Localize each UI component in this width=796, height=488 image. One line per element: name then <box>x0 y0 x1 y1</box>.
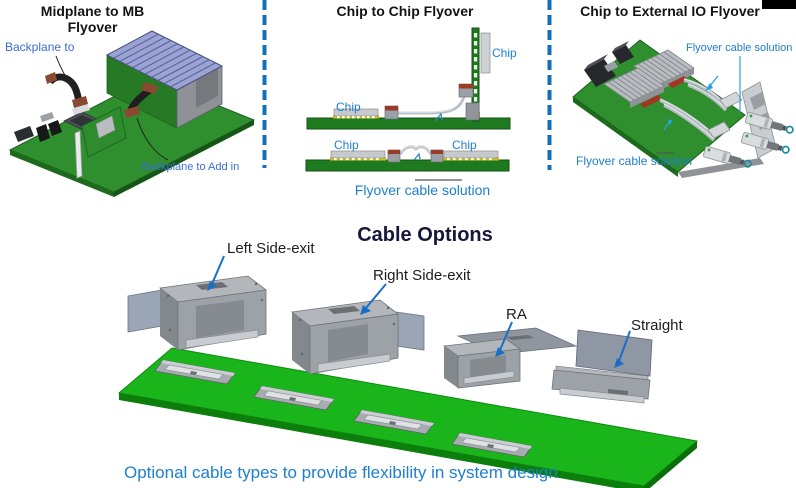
label-chip-3: Chip <box>334 138 359 152</box>
label-left-side-exit: Left Side-exit <box>227 240 315 257</box>
label-chip-1: Chip <box>336 100 361 114</box>
label-backplane-to-addin: Backplane to Add in <box>142 161 240 173</box>
label-chip-2: Chip <box>492 46 517 60</box>
label-right-side-exit: Right Side-exit <box>373 267 471 284</box>
label-ra: RA <box>506 306 527 323</box>
cable-options-caption: Optional cable types to provide flexibil… <box>124 463 558 482</box>
label-flyover-cable-solution-bottom: Flyover cable solution <box>576 154 693 168</box>
midplane-illustration <box>8 30 256 197</box>
label-flyover-cable-solution-top: Flyover cable solution <box>686 42 793 54</box>
panel-dividers <box>262 0 552 170</box>
external-io-illustration <box>572 39 796 178</box>
corner-bar <box>762 0 796 9</box>
label-chip-4: Chip <box>452 138 477 152</box>
panel-title-external-io: Chip to External IO Flyover <box>580 3 760 19</box>
chip-to-chip-illustration <box>305 27 511 181</box>
label-straight: Straight <box>631 317 683 334</box>
caption-flyover-cable-solution: Flyover cable solution <box>354 182 491 198</box>
connector-left-side-exit <box>127 275 267 351</box>
connector-right-side-exit <box>291 299 425 375</box>
card-cage-fins <box>113 33 216 88</box>
connector-straight <box>551 329 653 404</box>
connector-ra <box>442 327 578 389</box>
cable-options-title: Cable Options <box>357 224 493 246</box>
midplane-leader-lines <box>55 55 169 161</box>
panel-title-chip-to-chip: Chip to Chip Flyover <box>336 3 474 19</box>
cable-options-illustration <box>117 255 699 488</box>
cable-option-leader-lines <box>211 255 631 362</box>
panel-title-midplane: Midplane to MB Flyover <box>40 3 145 35</box>
label-backplane-to: Backplane to <box>5 40 75 54</box>
